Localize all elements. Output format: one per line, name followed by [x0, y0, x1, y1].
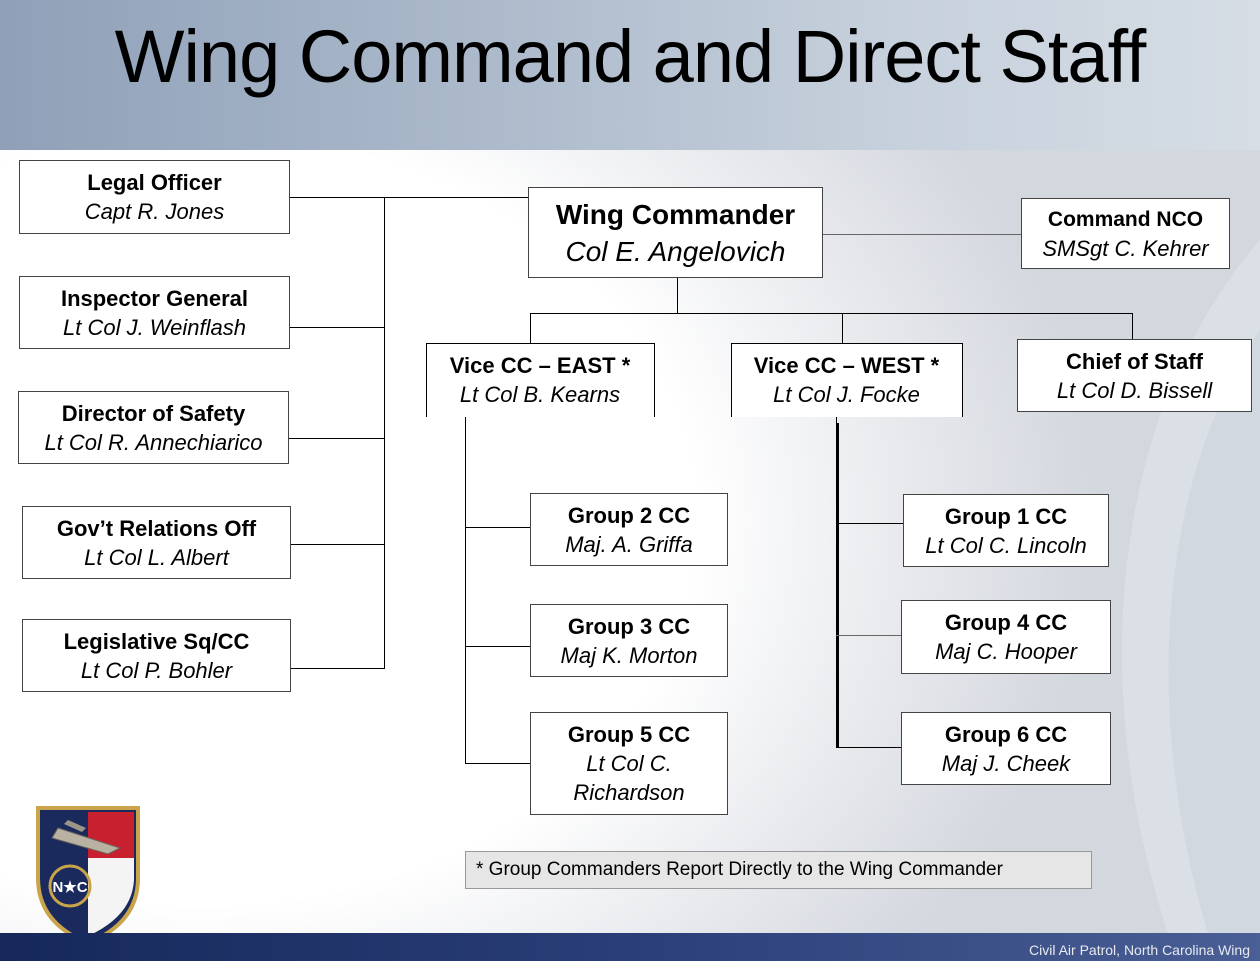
- logo-letters: N★C: [52, 879, 87, 896]
- connector-line: [836, 523, 903, 524]
- connector-line: [1132, 313, 1133, 339]
- connector-line: [465, 417, 466, 764]
- nc-wing-shield-logo: N★C: [36, 806, 140, 946]
- node-name: Lt Col P. Bohler: [80, 657, 233, 683]
- connector-line: [530, 313, 531, 350]
- node-govt-relations: Gov’t Relations Off Lt Col L. Albert: [22, 506, 291, 579]
- node-name: Maj C. Hooper: [935, 639, 1077, 664]
- footnote: * Group Commanders Report Directly to th…: [465, 851, 1092, 889]
- node-name: Capt R. Jones: [84, 199, 225, 224]
- node-name: SMSgt C. Kehrer: [1042, 235, 1209, 261]
- node-group-2: Group 2 CC Maj. A. Griffa: [530, 493, 728, 566]
- connector-line: [822, 234, 1022, 235]
- box-edge-line: [731, 343, 732, 417]
- node-name: Lt Col C. Lincoln: [925, 532, 1087, 558]
- node-title: Group 2 CC: [567, 502, 691, 528]
- connector-line: [291, 668, 385, 669]
- slide-title: Wing Command and Direct Staff: [114, 15, 1147, 98]
- node-title: Legal Officer: [87, 170, 222, 195]
- node-name: Lt Col J. Focke: [773, 382, 920, 407]
- connector-line: [836, 417, 837, 423]
- connector-line: [836, 747, 901, 748]
- connector-line: [677, 277, 678, 313]
- node-group-6: Group 6 CC Maj J. Cheek: [901, 712, 1111, 785]
- box-edge-line: [426, 343, 654, 344]
- box-edge-line: [426, 343, 427, 417]
- box-edge-line: [654, 343, 655, 417]
- node-title: Legislative Sq/CC: [63, 628, 250, 654]
- node-title: Group 5 CC: [567, 722, 691, 747]
- node-name: Lt Col C. Richardson: [573, 751, 685, 805]
- node-name: Maj J. Cheek: [941, 750, 1071, 776]
- connector-line: [384, 197, 385, 668]
- connector-line: [836, 635, 901, 636]
- connector-line: [836, 423, 839, 748]
- footer-band: Civil Air Patrol, North Carolina Wing: [0, 933, 1260, 961]
- footer-text: Civil Air Patrol, North Carolina Wing: [1029, 942, 1250, 958]
- node-name: Lt Col D. Bissell: [1056, 377, 1213, 403]
- node-name: Maj K. Morton: [560, 642, 698, 668]
- node-name: Maj. A. Griffa: [565, 531, 693, 557]
- node-title: Group 4 CC: [944, 610, 1068, 635]
- node-chief-of-staff: Chief of Staff Lt Col D. Bissell: [1017, 339, 1252, 412]
- node-title: Group 6 CC: [944, 721, 1068, 747]
- node-name: Lt Col L. Albert: [84, 544, 229, 570]
- node-title: Group 3 CC: [567, 613, 691, 639]
- node-group-4: Group 4 CC Maj C. Hooper: [901, 600, 1111, 674]
- box-edge-line: [962, 343, 963, 417]
- node-title: Vice CC – EAST *: [449, 353, 631, 378]
- header-band: Wing Command and Direct Staff: [0, 0, 1260, 150]
- node-title: Chief of Staff: [1066, 348, 1203, 374]
- node-name: Lt Col J. Weinflash: [62, 314, 246, 340]
- node-title: Vice CC – WEST *: [753, 353, 940, 378]
- node-group-1: Group 1 CC Lt Col C. Lincoln: [903, 494, 1109, 567]
- node-vice-cc-west: Vice CC – WEST * Lt Col J. Focke: [731, 343, 962, 417]
- node-title: Inspector General: [60, 285, 249, 311]
- node-vice-cc-east: Vice CC – EAST * Lt Col B. Kearns: [426, 343, 654, 417]
- node-inspector-general: Inspector General Lt Col J. Weinflash: [19, 276, 290, 349]
- connector-line: [289, 197, 529, 198]
- connector-line: [530, 313, 1132, 314]
- node-group-3: Group 3 CC Maj K. Morton: [530, 604, 728, 677]
- node-wing-commander: Wing Commander Col E. Angelovich: [528, 187, 823, 278]
- node-title: Command NCO: [1047, 207, 1204, 231]
- connector-line: [289, 438, 384, 439]
- node-name: Lt Col B. Kearns: [459, 382, 621, 407]
- node-legislative-sq: Legislative Sq/CC Lt Col P. Bohler: [22, 619, 291, 692]
- connector-line: [465, 527, 530, 528]
- node-title: Group 1 CC: [944, 503, 1068, 529]
- node-name: Lt Col R. Annechiarico: [44, 429, 263, 455]
- node-command-nco: Command NCO SMSgt C. Kehrer: [1021, 198, 1230, 269]
- connector-line: [465, 646, 530, 647]
- connector-line: [465, 763, 530, 764]
- node-legal-officer: Legal Officer Capt R. Jones: [19, 160, 290, 234]
- node-name: Col E. Angelovich: [565, 235, 786, 267]
- box-edge-line: [731, 343, 962, 344]
- node-title: Director of Safety: [61, 400, 246, 426]
- connector-line: [842, 313, 843, 350]
- node-director-of-safety: Director of Safety Lt Col R. Annechiaric…: [18, 391, 289, 464]
- node-title: Wing Commander: [555, 198, 796, 230]
- connector-line: [289, 327, 384, 328]
- connector-line: [291, 544, 384, 545]
- node-group-5: Group 5 CC Lt Col C. Richardson: [530, 712, 728, 815]
- node-title: Gov’t Relations Off: [56, 515, 257, 541]
